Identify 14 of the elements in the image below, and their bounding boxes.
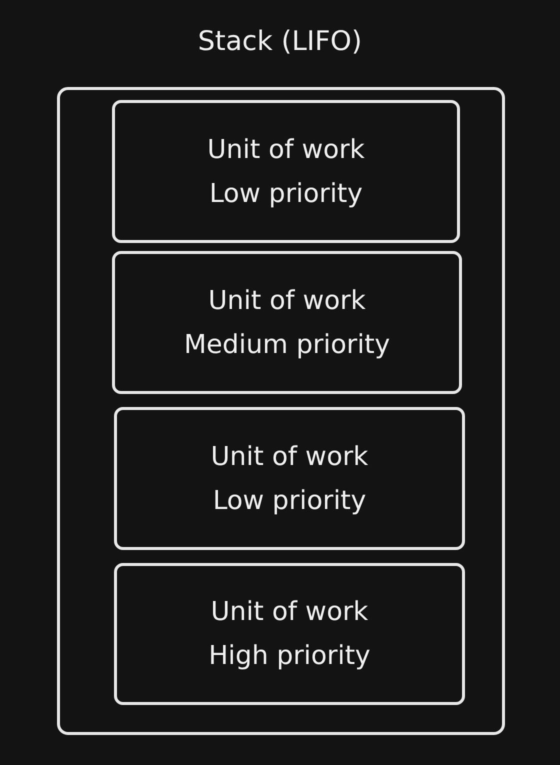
- stack-container: [57, 87, 505, 735]
- box-text: Unit of work: [210, 440, 368, 474]
- process-box: [114, 563, 465, 705]
- process-box: [114, 407, 465, 550]
- process-box: [112, 100, 460, 243]
- box-text: Medium priority: [184, 328, 390, 362]
- box-text: Unit of work: [210, 596, 368, 629]
- diagram-title: Stack (LIFO): [196, 25, 364, 59]
- box-text: High priority: [208, 640, 370, 673]
- box-text: Low priority: [209, 178, 363, 210]
- box-text: Low priority: [212, 484, 366, 518]
- process-box: [112, 251, 462, 394]
- box-text: Unit of work: [207, 134, 365, 166]
- box-text: Unit of work: [208, 284, 366, 318]
